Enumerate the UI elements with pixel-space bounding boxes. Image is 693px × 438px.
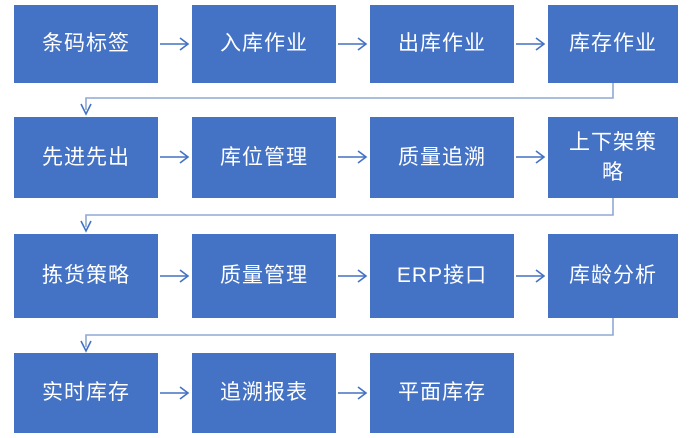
arrow-elbow-down-left-icon (80, 83, 620, 117)
arrow-right-icon (338, 382, 368, 404)
arrow-right-icon (516, 33, 546, 55)
arrow-right-icon (160, 382, 190, 404)
arrow-right-icon (516, 265, 546, 287)
arrow-right-icon (338, 33, 368, 55)
flow-node-实时库存[interactable]: 实时库存 (14, 353, 158, 433)
flow-node-质量追溯[interactable]: 质量追溯 (370, 117, 514, 198)
arrow-right-icon (338, 265, 368, 287)
flow-node-库龄分析[interactable]: 库龄分析 (548, 234, 678, 318)
flow-node-入库作业[interactable]: 入库作业 (192, 5, 336, 83)
arrow-right-icon (160, 265, 190, 287)
arrow-right-icon (338, 146, 368, 168)
flow-node-平面库存[interactable]: 平面库存 (370, 353, 514, 433)
arrow-elbow-down-left-icon (80, 198, 620, 234)
arrow-right-icon (160, 146, 190, 168)
arrow-right-icon (160, 33, 190, 55)
flow-node-拣货策略[interactable]: 拣货策略 (14, 234, 158, 318)
flow-node-ERP接口[interactable]: ERP接口 (370, 234, 514, 318)
flow-node-库位管理[interactable]: 库位管理 (192, 117, 336, 198)
arrow-right-icon (516, 146, 546, 168)
flow-node-质量管理[interactable]: 质量管理 (192, 234, 336, 318)
flow-node-追溯报表[interactable]: 追溯报表 (192, 353, 336, 433)
flow-node-上下架策略[interactable]: 上下架策略 (548, 117, 678, 198)
flow-node-条码标签[interactable]: 条码标签 (14, 5, 158, 83)
flow-node-库存作业[interactable]: 库存作业 (548, 5, 678, 83)
arrow-elbow-down-left-icon (80, 318, 620, 354)
flow-node-出库作业[interactable]: 出库作业 (370, 5, 514, 83)
flow-node-先进先出[interactable]: 先进先出 (14, 117, 158, 198)
